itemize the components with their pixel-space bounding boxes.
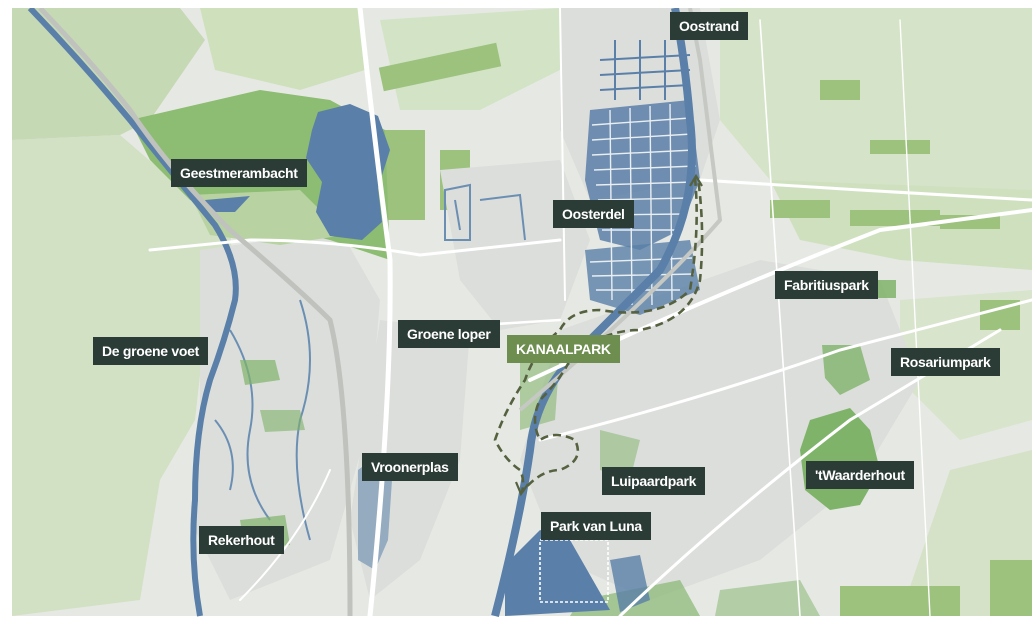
roads	[148, 5, 1032, 617]
route-arrow-icon	[689, 173, 703, 187]
west-canal	[27, 5, 239, 617]
label-de-groene-voet[interactable]: De groene voet	[93, 337, 208, 365]
label-rosariumpark[interactable]: Rosariumpark	[891, 348, 1000, 376]
label-rekerhout[interactable]: Rekerhout	[199, 526, 284, 554]
railway-east	[518, 7, 723, 412]
geestmerambacht-lake	[306, 104, 390, 240]
label-groene-loper[interactable]: Groene loper	[398, 320, 500, 348]
main-canal	[491, 7, 696, 617]
oostrand-canals	[599, 40, 691, 100]
oosterdel-canals-grid	[589, 103, 697, 306]
small-pond	[205, 196, 250, 212]
frame-left	[0, 0, 12, 617]
railway	[38, 6, 353, 617]
park-van-luna-lake	[505, 530, 610, 616]
label-oostrand[interactable]: Oostrand	[670, 12, 748, 40]
label-twaarderhout[interactable]: 'tWaarderhout	[806, 461, 914, 489]
label-geestmerambacht[interactable]: Geestmerambacht	[171, 159, 307, 187]
frame-top	[0, 0, 1032, 8]
label-park-van-luna[interactable]: Park van Luna	[541, 512, 651, 540]
label-oosterdel[interactable]: Oosterdel	[553, 200, 634, 228]
route-arrow-icon	[514, 481, 529, 497]
label-fabritiuspark[interactable]: Fabritiuspark	[775, 271, 878, 299]
kanaalpark-route	[493, 177, 704, 493]
label-kanaalpark[interactable]: KANAALPARK	[507, 335, 620, 363]
label-vroonerplas[interactable]: Vroonerplas	[362, 453, 458, 481]
label-luipaardpark[interactable]: Luipaardpark	[602, 467, 706, 495]
